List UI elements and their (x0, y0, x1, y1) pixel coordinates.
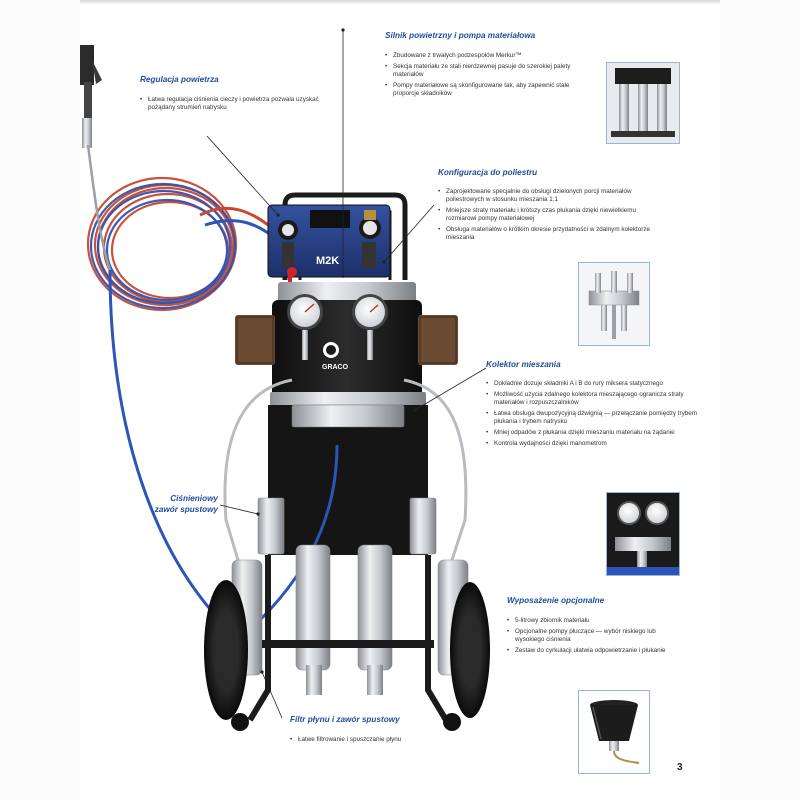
air-motor-pump-list: Zbudowane z trwałych podzespołów Merkur™… (385, 52, 590, 101)
fluid-filter-title: Filtr płynu i zawór spustowy (290, 715, 400, 724)
air-regulation-title: Regulacja powietrza (140, 75, 219, 84)
machine-body (268, 405, 428, 555)
air-motor-pump-title: Silnik powietrzny i pompa materiałowa (385, 31, 536, 40)
list-item: Łatwa obsługa dwupozycyjną dźwignią — pr… (486, 410, 698, 426)
list-item: Kontrola wydajności dzięki manometrom (486, 440, 698, 448)
graco-logo: GRACO (322, 342, 349, 371)
list-item: Możliwość użycia zdalnego kolektora mies… (486, 391, 698, 407)
logo-text: GRACO (322, 364, 349, 371)
pressure-gauges (287, 294, 388, 360)
mix-manifold-title: Kolektor mieszania (486, 360, 561, 369)
control-panel: M2K (267, 204, 391, 284)
list-item: Dokładnie dozuje składniki A i B do rury… (486, 380, 698, 388)
callout-dots (256, 28, 417, 674)
hose-coil (86, 144, 284, 642)
optional-equipment-list: 5-litrowy zbiornik materiału Opcjonalne … (507, 617, 682, 658)
page-number: 3 (677, 762, 683, 773)
air-regulation-list: Łatwa regulacja ciśnienia cieczy i powie… (140, 96, 325, 115)
fluid-filter-list: Łatwe filtrowanie i spuszczanie płynu (290, 736, 470, 747)
list-item: 5-litrowy zbiornik materiału (507, 617, 682, 625)
pressure-relief-title-line1: Ciśnieniowy (170, 494, 218, 503)
cart-base (204, 555, 490, 731)
mix-manifold-list: Dokładnie dozuje składniki A i B do rury… (486, 380, 698, 451)
spray-gun (80, 45, 102, 148)
list-item: Łatwe filtrowanie i spuszczanie płynu (290, 736, 470, 744)
polyester-config-title: Konfiguracja do poliestru (438, 168, 538, 177)
pressure-relief-title-line2: zawór spustowy (154, 505, 218, 514)
model-label: M2K (316, 255, 339, 267)
list-item: Mniej odpadów z płukania dzięki mieszani… (486, 429, 698, 437)
fluid-pumps (295, 544, 393, 695)
list-item: Zaprojektowane specjalnie do obsługi dzi… (438, 188, 653, 204)
right-margin (720, 0, 800, 800)
left-margin (0, 0, 80, 800)
list-item: Łatwa regulacja ciśnienia cieczy i powie… (140, 96, 325, 112)
list-item: Pompy materiałowe są skonfigurowane tak,… (385, 82, 590, 98)
hopper-photo (578, 690, 650, 774)
polyester-config-list: Zaprojektowane specjalnie do obsługi dzi… (438, 188, 653, 245)
relief-valves (257, 497, 437, 555)
callout-lines (206, 30, 487, 719)
list-item: Zbudowane z trwałych podzespołów Merkur™ (385, 52, 590, 60)
list-item: Zestaw do cyrkulacji ułatwia odpowietrza… (507, 647, 682, 655)
mix-manifold-photo (606, 492, 680, 576)
list-item: Sekcja materiału ze stali nierdzewnej pa… (385, 63, 590, 79)
polyester-manifold-photo (578, 262, 650, 346)
pumps-photo (606, 62, 680, 144)
optional-equipment-title: Wyposażenie opcjonalne (507, 596, 605, 605)
top-shadow (80, 0, 720, 5)
list-item: Obsługa materiałów o krótkim okresie prz… (438, 226, 653, 242)
list-item: Mniejsze straty materiału i krótszy czas… (438, 207, 653, 223)
list-item: Opcjonalne pompy płuczące — wybór niskie… (507, 628, 682, 644)
